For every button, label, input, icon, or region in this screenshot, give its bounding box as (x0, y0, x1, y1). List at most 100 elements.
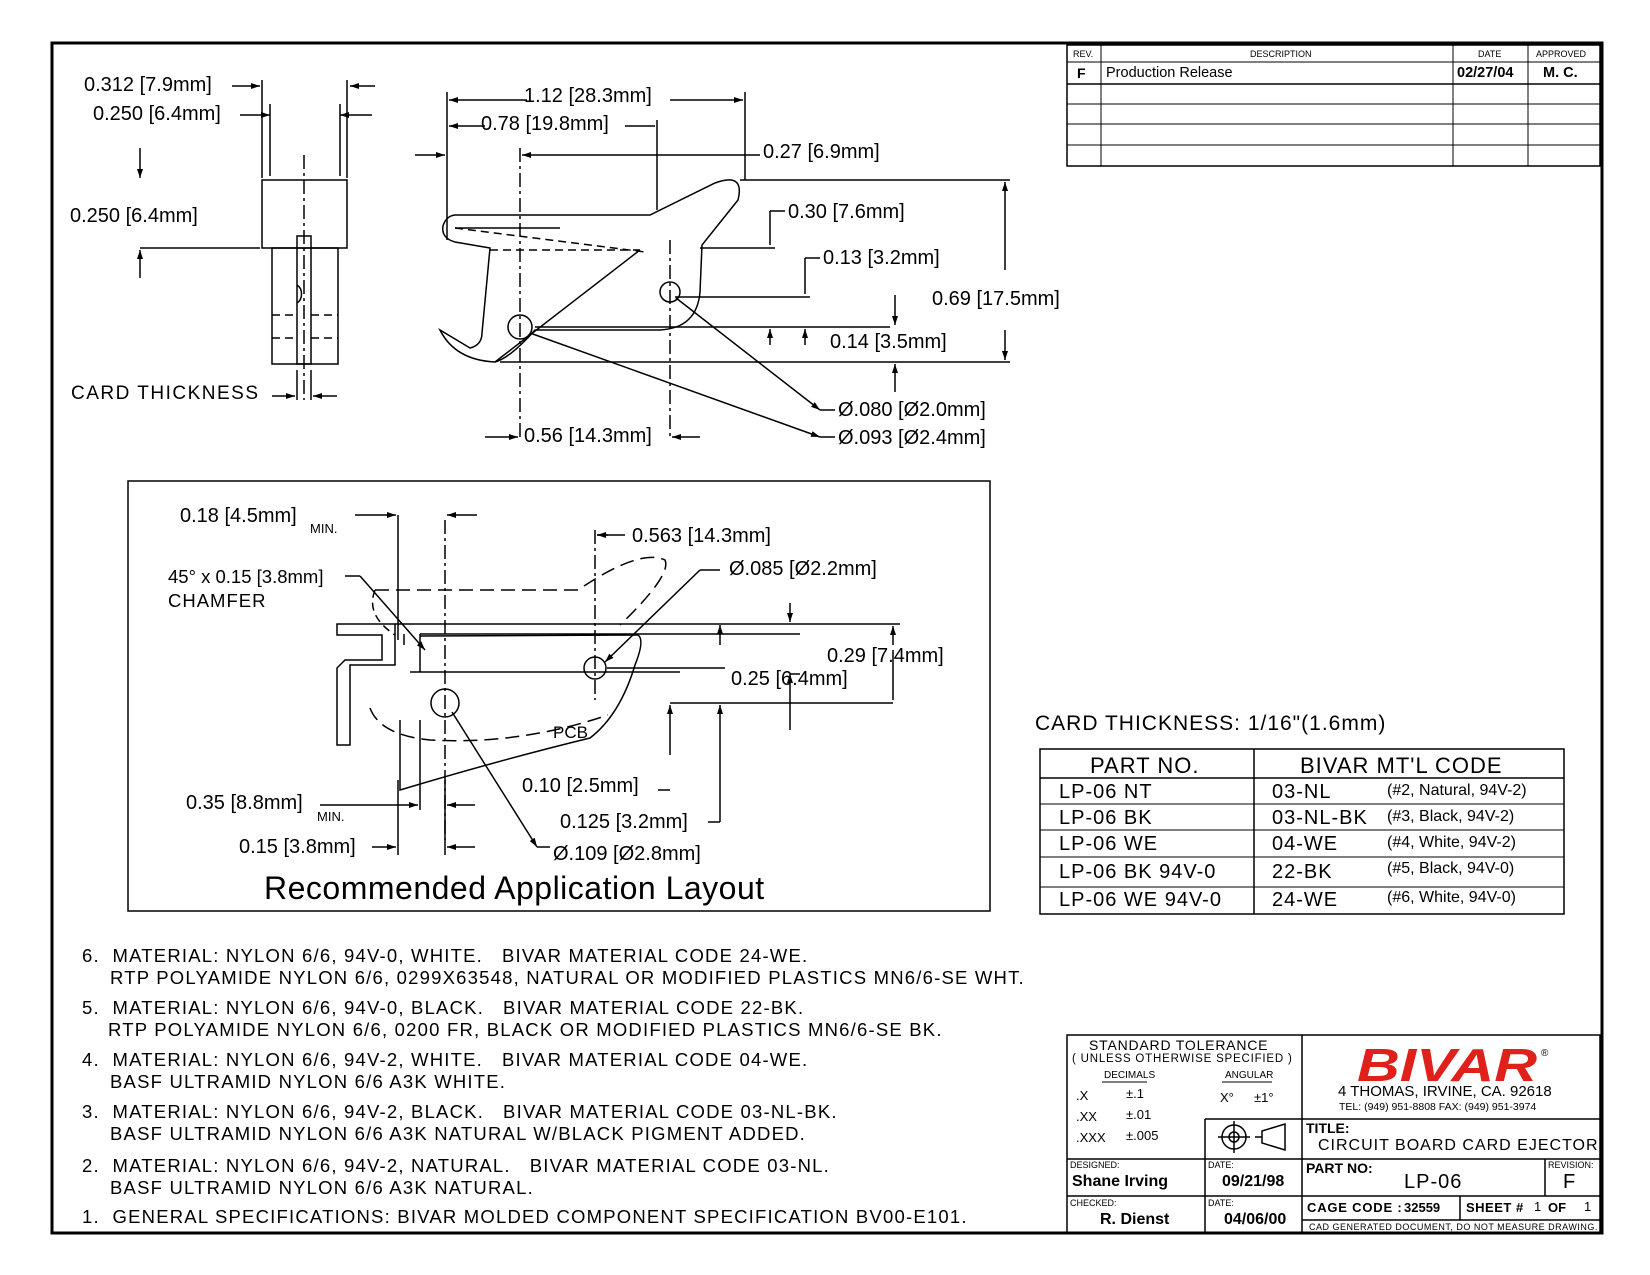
designed-label: DESIGNED: (1070, 1160, 1120, 1170)
part-no: LP-06 BK 94V-0 (1059, 861, 1217, 883)
dim-mount-hole: Ø.109 [Ø2.8mm] (553, 843, 701, 865)
parts-header-code: BIVAR MT'L CODE (1300, 753, 1503, 778)
note-item: 2. MATERIAL: NYLON 6/6, 94V-2, NATURAL. … (82, 1155, 830, 1199)
projection-symbol-icon (1218, 1121, 1286, 1153)
part-desc: (#6, White, 94V-0) (1387, 889, 1516, 906)
card-thickness-label: CARD THICKNESS (71, 383, 260, 404)
tol-xx-value: ±.01 (1126, 1107, 1152, 1122)
tol-angular-value: ±1° (1254, 1090, 1274, 1105)
approved-header: APPROVED (1536, 49, 1587, 59)
note-item: 3. MATERIAL: NYLON 6/6, 94V-2, BLACK. BI… (82, 1101, 838, 1145)
min-label-bottom: MIN. (317, 809, 345, 824)
tolerance-title: STANDARD TOLERANCE (1089, 1037, 1269, 1053)
dim-height: 0.250 [6.4mm] (70, 205, 198, 227)
checked-by: R. Dienst (1100, 1211, 1170, 1228)
part-number: LP-06 (1404, 1171, 1463, 1193)
dim-hole-position: 0.563 [14.3mm] (632, 525, 771, 547)
rev-approved: M. C. (1543, 65, 1578, 81)
designed-date-label: DATE: (1208, 1160, 1234, 1170)
bivar-logo: BIVAR (1357, 1039, 1537, 1091)
dim-small-hole: Ø.080 [Ø2.0mm] (838, 399, 986, 421)
dim-lever-offset: 0.27 [6.9mm] (763, 141, 880, 163)
revision-value: F (1563, 1171, 1576, 1193)
tol-xx: .XX (1076, 1109, 1097, 1124)
part-code: 22-BK (1272, 861, 1333, 883)
checked-date: 04/06/00 (1224, 1211, 1287, 1228)
description-header: DESCRIPTION (1250, 49, 1312, 59)
note-line: 3. MATERIAL: NYLON 6/6, 94V-2, BLACK. BI… (82, 1101, 838, 1122)
checked-label: CHECKED: (1070, 1198, 1117, 1208)
pcb-label: PCB (553, 723, 588, 742)
layout-frame (127, 480, 991, 912)
checked-date-label: DATE: (1208, 1198, 1234, 1208)
angular-label: ANGULAR (1225, 1070, 1274, 1081)
designed-date: 09/21/98 (1222, 1173, 1285, 1190)
dim-edge-clearance: 0.18 [4.5mm] (180, 505, 297, 527)
cage-label: CAGE CODE : (1307, 1200, 1403, 1215)
dim-overall-length: 1.12 [28.3mm] (524, 85, 652, 107)
dim-outer-width: 0.312 [7.9mm] (84, 74, 212, 96)
rev-value: F (1077, 65, 1086, 81)
rev-date: 02/27/04 (1457, 65, 1514, 81)
dim-pivot-length: 0.78 [19.8mm] (481, 113, 609, 135)
sheet-label: SHEET # (1466, 1200, 1524, 1215)
dim-hole-offset: 0.13 [3.2mm] (823, 247, 940, 269)
part-desc: (#2, Natural, 94V-2) (1387, 782, 1527, 799)
dim-lower-clearance: 0.35 [8.8mm] (186, 792, 303, 814)
revision-grid (1066, 44, 1601, 167)
tol-xxx: .XXX (1076, 1130, 1106, 1145)
part-desc: (#3, Black, 94V-2) (1387, 808, 1515, 825)
note-item: 1. GENERAL SPECIFICATIONS: BIVAR MOLDED … (82, 1206, 968, 1228)
date-header: DATE (1478, 49, 1502, 59)
decimals-label: DECIMALS (1104, 1070, 1156, 1081)
dim-pivot-height: 0.14 [3.5mm] (830, 331, 947, 353)
note-line: BASF ULTRAMID NYLON 6/6 A3K NATURAL. (110, 1177, 534, 1198)
tol-angular: X° (1220, 1090, 1234, 1105)
designed-by: Shane Irving (1072, 1173, 1169, 1190)
parts-table-grid (1039, 748, 1565, 915)
dim-overall-height: 0.69 [17.5mm] (932, 288, 1060, 310)
tol-x-value: ±.1 (1126, 1086, 1144, 1101)
dim-pcb-hole: Ø.085 [Ø2.2mm] (729, 558, 877, 580)
company-address: 4 THOMAS, IRVINE, CA. 92618 (1338, 1083, 1552, 1100)
note-item: 4. MATERIAL: NYLON 6/6, 94V-2, WHITE. BI… (82, 1049, 808, 1093)
layout-view-drawing (320, 512, 900, 855)
card-thickness-note: CARD THICKNESS: 1/16"(1.6mm) (1035, 712, 1387, 735)
dim-slot-depth: 0.125 [3.2mm] (560, 811, 688, 833)
note-line: 6. MATERIAL: NYLON 6/6, 94V-0, WHITE. BI… (82, 945, 809, 966)
part-code: 03-NL (1272, 781, 1332, 803)
dim-card-mid: 0.25 [6.4mm] (731, 668, 848, 690)
sheet-number: 1 (1534, 1199, 1542, 1214)
part-no: LP-06 WE (1059, 833, 1159, 855)
dim-slot-width: 0.15 [3.8mm] (239, 836, 356, 858)
note-line: 2. MATERIAL: NYLON 6/6, 94V-2, NATURAL. … (82, 1155, 830, 1176)
tolerance-subtitle: ( UNLESS OTHERWISE SPECIFIED ) (1072, 1053, 1293, 1065)
dim-hole-spacing: 0.56 [14.3mm] (524, 425, 652, 447)
sheet-border (50, 41, 1604, 1235)
trademark-mark: ® (1541, 1048, 1549, 1059)
rev-description: Production Release (1106, 65, 1233, 81)
note-line: RTP POLYAMIDE NYLON 6/6, 0299X63548, NAT… (110, 967, 1025, 988)
tol-x: .X (1076, 1088, 1089, 1103)
cage-code: 32559 (1404, 1200, 1441, 1215)
chamfer-dim: 45° x 0.15 [3.8mm] (168, 566, 324, 587)
drawing-title: CIRCUIT BOARD CARD EJECTOR (1318, 1137, 1599, 1154)
part-desc: (#5, Black, 94V-0) (1387, 860, 1515, 877)
part-no: LP-06 WE 94V-0 (1059, 889, 1222, 911)
part-no: LP-06 BK (1059, 807, 1153, 829)
revision-label: REVISION: (1548, 1160, 1594, 1170)
partno-label: PART NO: (1306, 1160, 1373, 1176)
note-item: 5. MATERIAL: NYLON 6/6, 94V-0, BLACK. BI… (82, 997, 943, 1041)
layout-title: Recommended Application Layout (264, 870, 765, 906)
dim-arm-height: 0.30 [7.6mm] (788, 201, 905, 223)
note-line: 5. MATERIAL: NYLON 6/6, 94V-0, BLACK. BI… (82, 997, 805, 1018)
note-line: BASF ULTRAMID NYLON 6/6 A3K NATURAL W/BL… (110, 1123, 807, 1144)
part-code: 03-NL-BK (1272, 807, 1368, 829)
parts-header-partno: PART NO. (1090, 753, 1200, 778)
dim-large-hole: Ø.093 [Ø2.4mm] (838, 427, 986, 449)
sheet-total: 1 (1584, 1199, 1592, 1214)
note-line: 4. MATERIAL: NYLON 6/6, 94V-2, WHITE. BI… (82, 1049, 809, 1070)
dim-card-top: 0.29 [7.4mm] (827, 645, 944, 667)
title-block-grid (1066, 1034, 1601, 1234)
note-line: BASF ULTRAMID NYLON 6/6 A3K WHITE. (110, 1071, 507, 1092)
